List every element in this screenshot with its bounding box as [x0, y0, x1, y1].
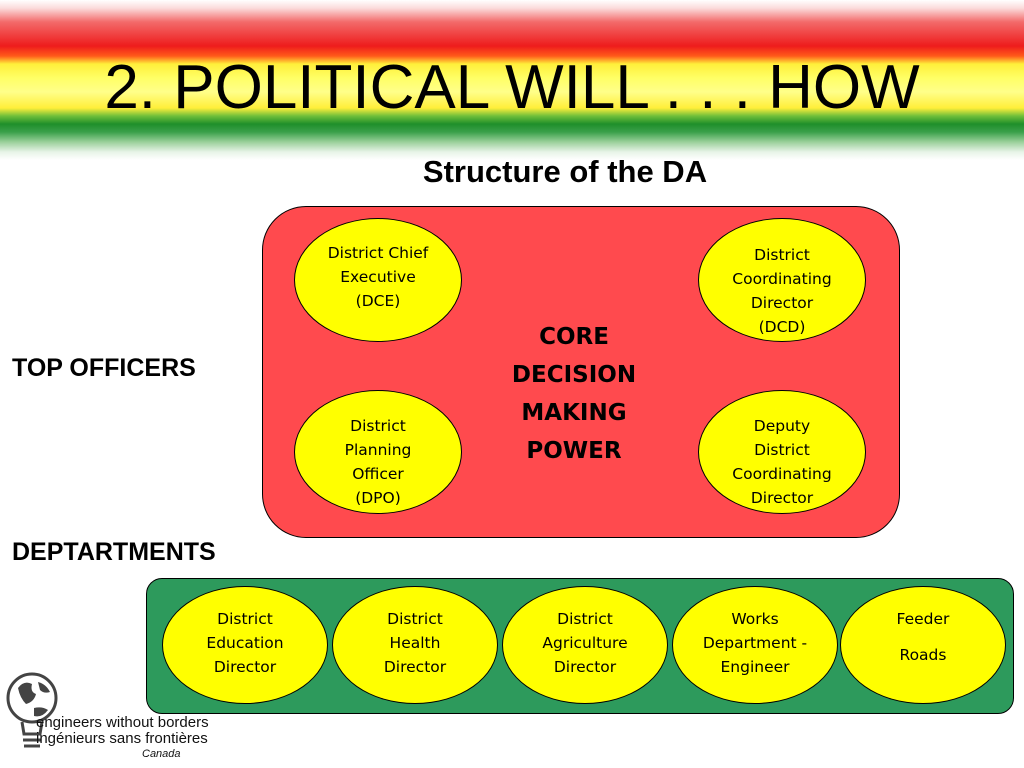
core-text-line: MAKING: [521, 400, 627, 426]
core-text-line: POWER: [526, 438, 622, 464]
department-node-health: District Health Director: [332, 586, 498, 704]
logo-text-canada: Canada: [142, 748, 181, 760]
departments-label: DEPTARTMENTS: [12, 538, 216, 566]
officer-node-deputy-dcd: Deputy District Coordinating Director: [698, 390, 866, 514]
node-line: Coordinating: [732, 465, 832, 483]
ewb-logo: engineers without borders ingénieurs san…: [4, 668, 209, 768]
node-line: District: [350, 417, 406, 435]
node-line: (DCE): [355, 292, 401, 310]
node-line: Executive: [340, 268, 416, 286]
node-line: District: [557, 610, 613, 628]
node-line: District Chief: [327, 244, 429, 262]
officer-node-dcd: District Coordinating Director (DCD): [698, 218, 866, 342]
core-decision-text: CORE DECISION MAKING POWER: [474, 318, 674, 470]
core-text-line: DECISION: [511, 362, 637, 388]
node-line: District: [217, 610, 273, 628]
node-line: Department -: [702, 634, 808, 652]
officer-node-dce: District Chief Executive (DCE): [294, 218, 462, 342]
node-line: (DPO): [355, 489, 401, 507]
node-line: District: [754, 246, 810, 264]
node-line: Deputy: [753, 417, 811, 435]
node-line: Director: [750, 294, 814, 312]
department-node-works: Works Department - Engineer: [672, 586, 838, 704]
node-line: Engineer: [720, 658, 790, 676]
node-line: (DCD): [758, 318, 806, 336]
node-line: Health: [389, 634, 441, 652]
department-node-agriculture: District Agriculture Director: [502, 586, 668, 704]
node-line: Roads: [899, 646, 947, 664]
officer-node-dpo: District Planning Officer (DPO): [294, 390, 462, 514]
core-text-line: CORE: [539, 324, 609, 350]
node-line: Education: [206, 634, 284, 652]
department-node-education: District Education Director: [162, 586, 328, 704]
node-line: Director: [553, 658, 617, 676]
node-line: Works: [731, 610, 779, 628]
node-line: District: [387, 610, 443, 628]
node-line: Feeder: [896, 610, 950, 628]
lightbulb-globe-icon: [6, 672, 58, 748]
top-officers-label: TOP OFFICERS: [12, 354, 196, 382]
header-banner: [0, 0, 1024, 160]
node-line: Officer: [352, 465, 404, 483]
node-line: Director: [213, 658, 277, 676]
slide-title: 2. POLITICAL WILL . . . HOW: [104, 53, 920, 122]
node-line: Director: [383, 658, 447, 676]
node-line: District: [754, 441, 810, 459]
node-line: Director: [750, 489, 814, 507]
node-line: Coordinating: [732, 270, 832, 288]
logo-text-fr: ingénieurs sans frontières: [36, 730, 208, 747]
node-line: Planning: [344, 441, 412, 459]
department-node-feeder-roads: Feeder Roads: [840, 586, 1006, 704]
slide-subtitle: Structure of the DA: [422, 154, 708, 189]
logo-text-en: engineers without borders: [36, 714, 209, 731]
node-line: Agriculture: [542, 634, 628, 652]
